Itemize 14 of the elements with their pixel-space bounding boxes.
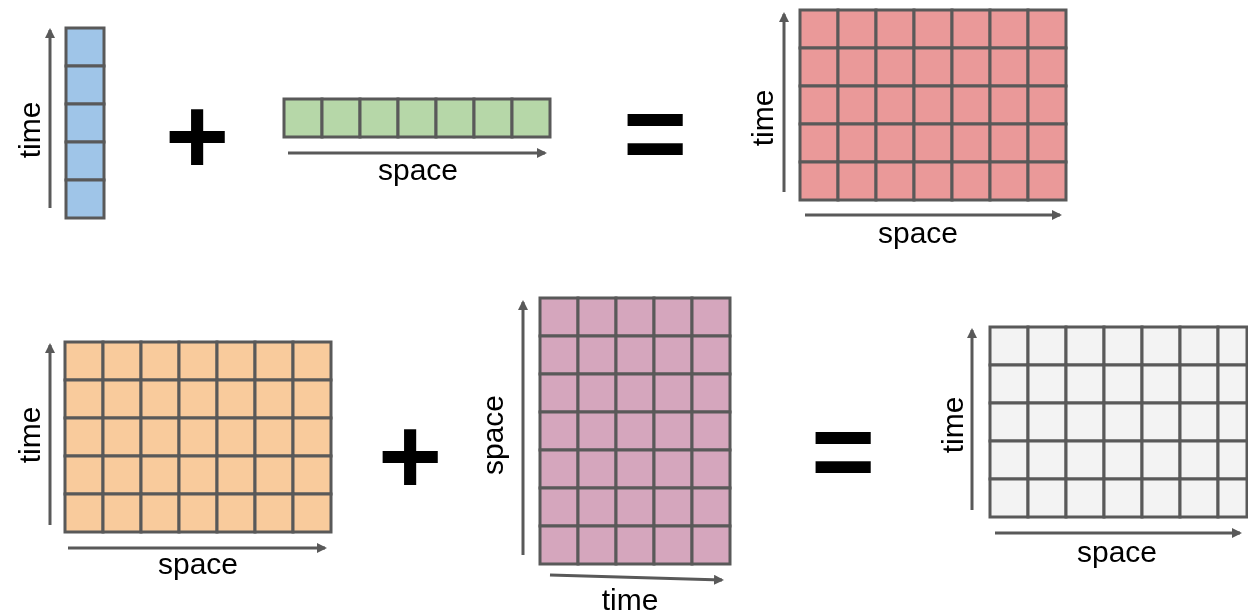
operator-sign: = (622, 78, 688, 188)
axis-label: time (748, 89, 778, 147)
axis-label: space (1076, 537, 1158, 567)
operator-sign: + (377, 401, 443, 511)
axis-label: space (877, 218, 959, 248)
axis-label: space (478, 394, 508, 476)
axis-label: time (15, 406, 45, 464)
axis-label: time (938, 396, 968, 454)
axis-label: space (377, 155, 459, 185)
axis-label: space (157, 549, 239, 579)
operator-sign: + (164, 81, 230, 191)
axis-label: time (601, 585, 659, 615)
operator-sign: = (810, 396, 876, 506)
axis-label: time (15, 101, 45, 159)
